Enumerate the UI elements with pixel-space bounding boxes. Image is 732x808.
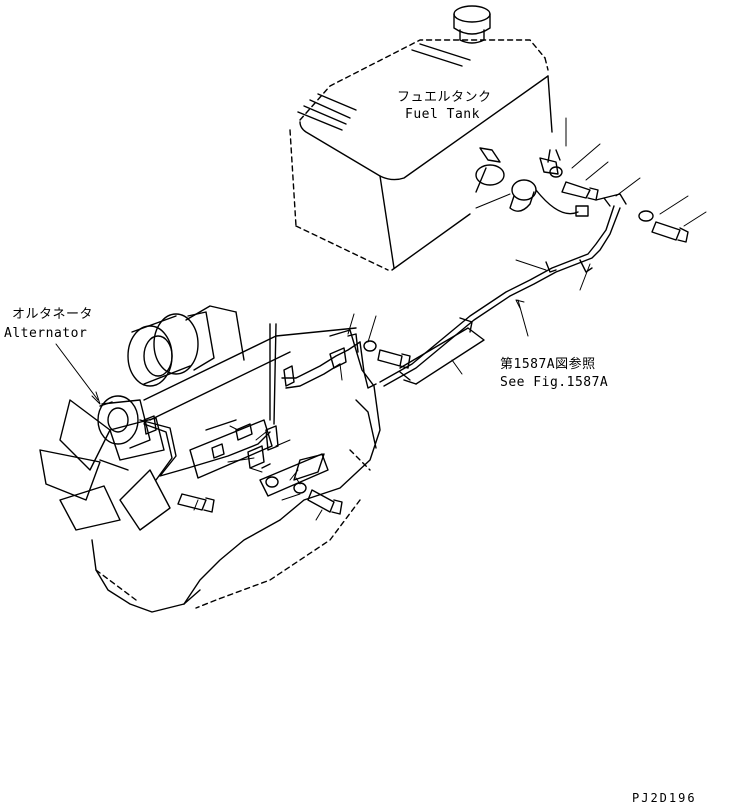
alternator-fan	[39, 395, 171, 531]
leader-lines-upper	[475, 117, 707, 227]
fastener-set-upper	[549, 166, 689, 243]
wiring-harness	[379, 205, 621, 387]
fuel-tank	[289, 5, 589, 271]
leader-lines-harness	[451, 259, 591, 375]
alternator-label-jp: オルタネータ	[12, 307, 94, 322]
leader-lines-lower	[193, 313, 377, 521]
engine	[91, 305, 381, 613]
drawing-code: PJ2D196	[632, 791, 697, 805]
fuel-tank-label-jp: フュエルタンク	[397, 90, 492, 105]
alternator-label-en: Alternator	[4, 326, 88, 341]
engine-harness	[99, 323, 377, 488]
alternator-leader-arrow	[55, 343, 101, 405]
fuel-tank-label-en: Fuel Tank	[405, 107, 480, 122]
reference-label-en: See Fig.1587A	[500, 375, 609, 390]
fastener-set-lower	[177, 340, 411, 515]
reference-label-jp: 第1587A図参照	[500, 357, 596, 372]
